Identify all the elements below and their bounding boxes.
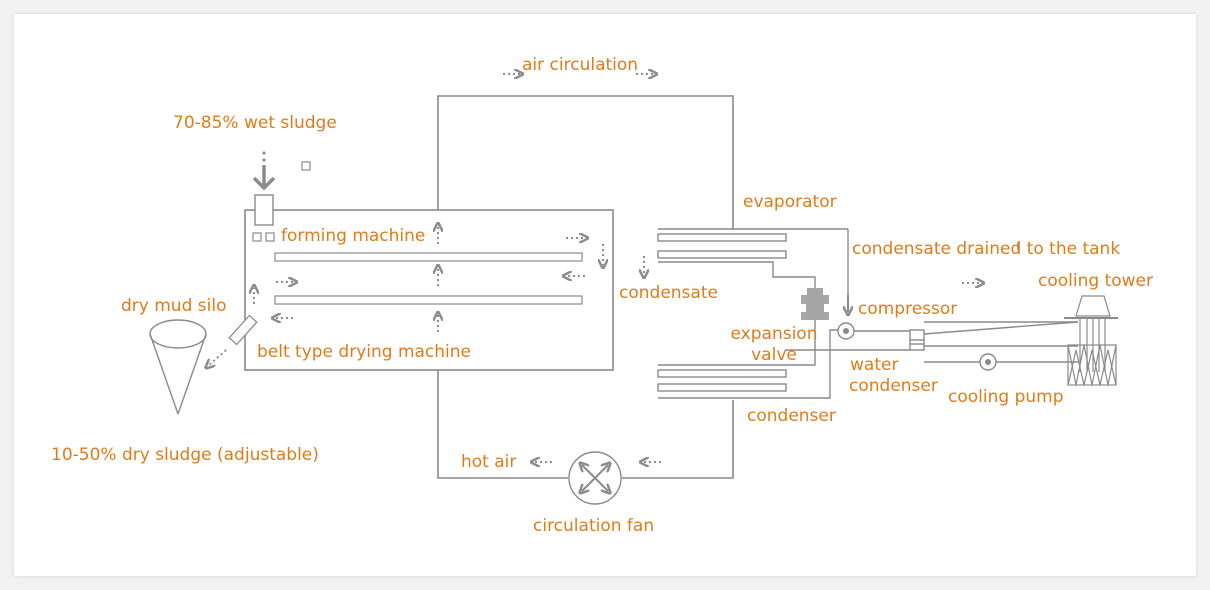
label-dry-mud-silo: dry mud silo [121,296,227,316]
air-circulation-duct [437,95,734,479]
wet-sludge-arrow [252,151,276,191]
label-hot-air: hot air [461,452,517,472]
label-condenser: condenser [747,406,836,426]
label-condensate: condensate [619,283,718,303]
label-evaporator: evaporator [743,192,837,212]
water-condenser [854,321,1079,363]
label-water-condenser-line2: condenser [849,376,938,396]
compressor [837,322,855,340]
belt-drying-machine-box [244,209,614,371]
dry-mud-silo [149,319,207,415]
label-circulation-fan: circulation fan [533,516,655,536]
label-forming-machine: forming machine [281,226,426,246]
feeder-roller-right [265,232,275,242]
label-belt-drying-machine: belt type drying machine [257,342,472,362]
label-cooling-tower: cooling tower [1038,271,1153,291]
diagram-card [14,14,1196,576]
cooling-tower [1064,295,1118,386]
circulation-fan [568,451,622,505]
expansion-valve [801,288,829,320]
feeder-roller-left [252,232,262,242]
label-air-circulation: air circulation [522,55,639,75]
discharge-chute [228,314,258,346]
belt-lower [274,295,583,305]
label-compressor: compressor [858,299,958,319]
label-wet-sludge: 70-85% wet sludge [173,113,337,133]
cooling-pump [979,353,997,371]
belt-upper [274,252,583,262]
label-expansion-valve-line1: expansion [730,324,818,344]
label-condensate-drained: condensate drained to the tank [852,239,1121,259]
label-expansion-valve-line2: valve [751,345,797,365]
label-cooling-pump: cooling pump [948,387,1064,407]
forming-machine-feeder [254,194,274,226]
small-square [301,161,311,171]
label-water-condenser-line1: water [850,355,899,375]
label-dry-sludge: 10-50% dry sludge (adjustable) [51,445,319,465]
flow-arrows [208,74,1019,462]
